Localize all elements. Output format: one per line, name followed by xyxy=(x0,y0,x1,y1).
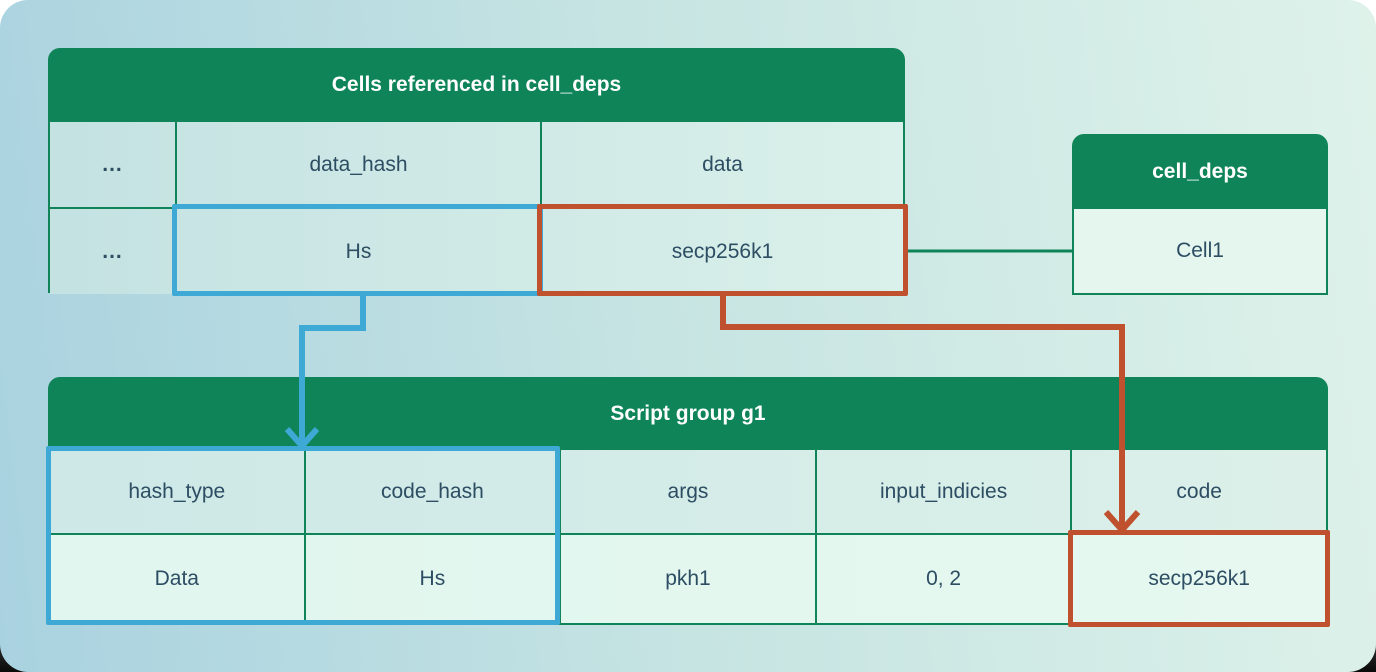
script-group-col-code-hash: code_hash xyxy=(303,450,560,533)
script-group-value-row: Data Hs pkh1 0, 2 secp256k1 xyxy=(50,533,1326,623)
cells-referenced-header-row: ... data_hash data xyxy=(50,120,903,207)
script-group-value-pkh1: pkh1 xyxy=(559,535,815,623)
script-columns-highlight-box xyxy=(46,446,560,625)
secp256k1-data-cell-highlight-box xyxy=(537,204,908,296)
cell-deps-table-title: cell_deps xyxy=(1074,136,1326,207)
cells-referenced-table: Cells referenced in cell_deps ... data_h… xyxy=(48,48,905,294)
cells-referenced-col-ellipsis: ... xyxy=(102,152,123,176)
code-cell-highlight-box xyxy=(1068,530,1330,627)
cells-referenced-col-data-hash: data_hash xyxy=(175,122,540,207)
script-group-col-hash-type: hash_type xyxy=(128,479,226,503)
script-group-col-input-indicies: input_indicies xyxy=(814,450,1071,533)
cells-referenced-col-data: data xyxy=(540,122,903,207)
cell-deps-value-row: Cell1 xyxy=(1074,207,1326,293)
script-group-value-input-indicies: 0, 2 xyxy=(814,535,1071,623)
cells-referenced-table-title: Cells referenced in cell_deps xyxy=(50,50,903,120)
script-group-value-hs: Hs xyxy=(303,535,560,623)
script-group-col-code: code xyxy=(1070,450,1326,533)
cells-referenced-value-ellipsis: ... xyxy=(102,239,123,263)
script-group-value-data: Data xyxy=(154,567,199,590)
script-group-table-title: Script group g1 xyxy=(50,379,1326,448)
script-group-col-args: args xyxy=(559,450,815,533)
cell-deps-table: cell_deps Cell1 xyxy=(1072,134,1328,295)
hs-cell-highlight-box xyxy=(172,204,543,296)
cell-deps-value-cell1: Cell1 xyxy=(1176,239,1224,262)
